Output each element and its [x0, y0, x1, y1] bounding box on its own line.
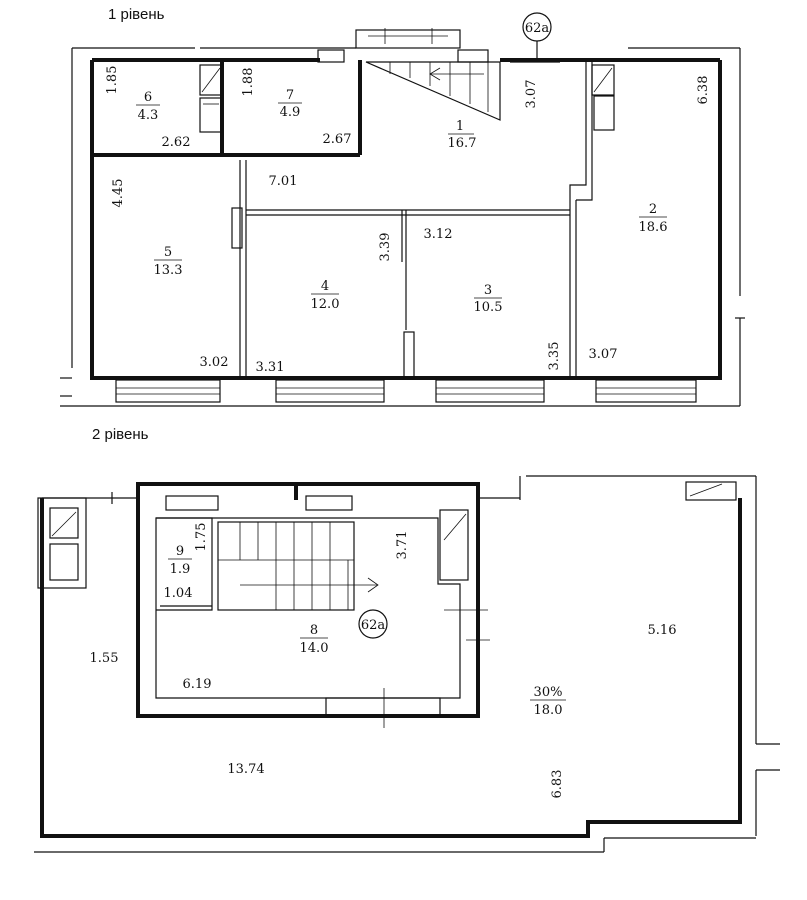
- dim-4-45: 4.45: [111, 179, 126, 208]
- room-3-area: 10.5: [474, 300, 503, 315]
- level-2-label: 2 рівень: [92, 426, 149, 443]
- room-6: 6 4.3: [136, 90, 160, 123]
- marker-circle-2: [358, 609, 388, 639]
- room-7-number: 7: [286, 88, 294, 103]
- room-3: 3 10.5: [474, 283, 503, 315]
- level-2-plan: 62a 8 14.0 9 1.9 30% 18.0 1.75 3.71 1.04…: [34, 475, 780, 853]
- dim-1-55: 1.55: [90, 651, 119, 666]
- dim-3-31: 3.31: [256, 360, 285, 375]
- room-7-area: 4.9: [280, 105, 301, 120]
- room-4-number: 4: [321, 279, 329, 294]
- dim-3-12: 3.12: [424, 227, 453, 242]
- room-6-number: 6: [144, 90, 152, 105]
- room-2-area: 18.6: [639, 220, 668, 235]
- room-4-area: 12.0: [311, 297, 340, 312]
- room-2: 2 18.6: [639, 202, 668, 235]
- room-30-number: 30%: [534, 685, 563, 700]
- room-5: 5 13.3: [154, 245, 183, 278]
- dim-3-07-top: 3.07: [524, 80, 539, 109]
- dim-5-16: 5.16: [648, 623, 677, 638]
- room-30-area: 18.0: [534, 703, 563, 718]
- room-5-number: 5: [164, 245, 172, 260]
- room-8: 8 14.0: [300, 623, 329, 656]
- level-1-label: 1 рівень: [108, 6, 165, 23]
- dim-3-39: 3.39: [378, 233, 393, 262]
- dim-1-75: 1.75: [194, 523, 209, 552]
- dim-1-88: 1.88: [241, 68, 256, 97]
- room-8-area: 14.0: [300, 641, 329, 656]
- room-5-area: 13.3: [154, 263, 183, 278]
- dim-3-35: 3.35: [547, 342, 562, 371]
- dim-13-74: 13.74: [227, 762, 264, 777]
- room-30: 30% 18.0: [530, 685, 566, 718]
- dim-7-01: 7.01: [269, 174, 298, 189]
- dim-3-71: 3.71: [395, 531, 410, 560]
- dim-6-19: 6.19: [183, 677, 212, 692]
- dim-2-62: 2.62: [162, 135, 191, 150]
- room-9-number: 9: [176, 544, 184, 559]
- dim-6-83: 6.83: [550, 770, 565, 799]
- room-1-number: 1: [456, 119, 464, 134]
- dim-3-07-bottom: 3.07: [589, 347, 618, 362]
- room-9-area: 1.9: [170, 562, 191, 577]
- room-9: 9 1.9: [168, 544, 192, 577]
- outer-wall-2: [40, 498, 742, 838]
- room-7: 7 4.9: [278, 88, 302, 120]
- dim-1-85: 1.85: [105, 66, 120, 95]
- room-8-number: 8: [310, 623, 318, 638]
- room-3-number: 3: [484, 283, 492, 298]
- room-1: 1 16.7: [448, 119, 477, 151]
- dim-3-02: 3.02: [200, 355, 229, 370]
- room-4: 4 12.0: [311, 279, 340, 312]
- marker-label-2: 62a: [361, 618, 386, 633]
- dim-1-04: 1.04: [164, 586, 193, 601]
- dim-2-67: 2.67: [323, 132, 352, 147]
- room-1-area: 16.7: [448, 136, 477, 151]
- room-6-area: 4.3: [138, 108, 159, 123]
- marker-label-1: 62a: [525, 21, 550, 36]
- dim-6-38: 6.38: [696, 76, 711, 105]
- room-2-number: 2: [649, 202, 657, 217]
- level-1-plan: 62a 1 16.7 2 18.6 3 10.5 4 12.0 5 13.3: [60, 12, 745, 407]
